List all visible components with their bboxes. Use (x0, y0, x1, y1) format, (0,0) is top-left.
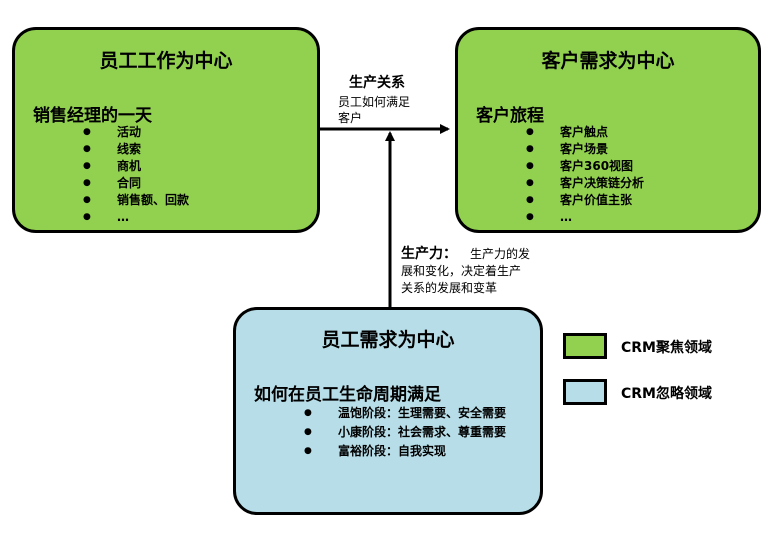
box-employee-work-subtitle: 销售经理的一天 (33, 106, 152, 126)
list-item: … (83, 209, 189, 226)
productivity-note-line1: 生产力的发 (470, 247, 531, 261)
legend-swatch-ignored (563, 379, 607, 405)
legend-label-focus: CRM聚焦领域 (621, 340, 712, 356)
productivity-label: 生产力： (401, 246, 457, 262)
list-item: 客户价值主张 (526, 192, 644, 209)
list-item: 活动 (83, 124, 189, 141)
box-employee-work-list: 活动 线索 商机 合同 销售额、回款 … (83, 124, 189, 226)
relation-label: 生产关系 (349, 75, 405, 91)
box-customer-subtitle: 客户旅程 (476, 106, 544, 126)
box-employee-work: 员工工作为中心 销售经理的一天 活动 线索 商机 合同 销售额、回款 … (12, 27, 320, 233)
list-item: 客户360视图 (526, 158, 644, 175)
legend-label-ignored: CRM忽略领域 (621, 386, 712, 402)
list-item: 客户场景 (526, 141, 644, 158)
productivity-note-line3: 关系的发展和变革 (401, 281, 498, 295)
box-employee-work-title: 员工工作为中心 (99, 50, 233, 72)
list-item: 客户触点 (526, 124, 644, 141)
box-customer-list: 客户触点 客户场景 客户360视图 客户决策链分析 客户价值主张 … (526, 124, 644, 226)
box-customer-title: 客户需求为中心 (541, 50, 675, 72)
list-item: 小康阶段：社会需求、尊重需要 (304, 425, 514, 440)
list-item: 线索 (83, 141, 189, 158)
list-item: … (526, 209, 644, 226)
list-item: 合同 (83, 175, 189, 192)
box-employee-needs-list: 温饱阶段：生理需要、安全需要 小康阶段：社会需求、尊重需要 富裕阶段：自我实现 (304, 406, 514, 463)
list-item: 商机 (83, 158, 189, 175)
list-item: 富裕阶段：自我实现 (304, 444, 514, 459)
box-customer: 客户需求为中心 客户旅程 客户触点 客户场景 客户360视图 客户决策链分析 客… (455, 27, 761, 233)
box-employee-needs-title: 员工需求为中心 (321, 329, 455, 351)
list-item: 销售额、回款 (83, 192, 189, 209)
relation-note-line2: 客户 (338, 111, 363, 125)
box-employee-needs-subtitle: 如何在员工生命周期满足 (254, 385, 441, 405)
box-employee-needs: 员工需求为中心 如何在员工生命周期满足 温饱阶段：生理需要、安全需要 小康阶段：… (233, 307, 543, 515)
legend-swatch-focus (563, 333, 607, 359)
productivity-note-line2: 展和变化，决定着生产 (401, 264, 522, 278)
list-item: 温饱阶段：生理需要、安全需要 (304, 406, 514, 421)
list-item: 客户决策链分析 (526, 175, 644, 192)
relation-note-line1: 员工如何满足 (338, 95, 411, 109)
